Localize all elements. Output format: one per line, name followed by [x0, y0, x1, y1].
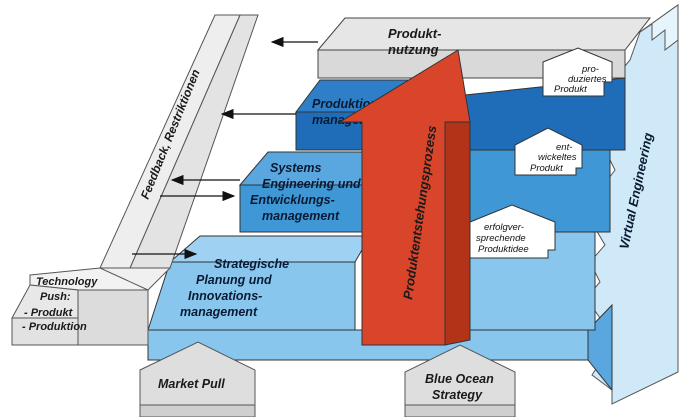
house-produziertes-produkt: pro- duziertes Produkt — [542, 47, 613, 97]
push-arrows — [132, 190, 236, 260]
svg-text:erfolgver- sprechende: erfolgver- sprechende Produktidee — [476, 222, 529, 255]
blue-ocean-box: Blue Ocean Strategy — [404, 344, 516, 417]
house-erfolgversprechende-produktidee: erfolgver- sprechende Produktidee — [469, 204, 556, 259]
market-pull-box: Market Pull — [139, 341, 256, 417]
technology-push-label: Technology Push: - Produkt - Produktion — [22, 276, 100, 333]
svg-text:pro- duziertes Pro: pro- duziertes Produkt — [554, 64, 609, 95]
strategische-planung-block: Strategische Planung und Innovations- ma… — [147, 235, 371, 331]
produktentstehungsprozess-arrow: Produktentstehungsprozess — [338, 49, 471, 346]
blue-ocean-label: Blue Ocean Strategy — [425, 372, 497, 402]
technology-push-box: Technology Push: - Produkt - Produktion — [11, 267, 149, 346]
market-pull-label: Market Pull — [158, 377, 225, 391]
produktnutzung-label: Produkt- nutzung — [388, 26, 445, 57]
strategische-planung-label: Strategische Planung und Innovations- ma… — [180, 257, 293, 319]
house-entwickeltes-produkt: ent- wickeltes Produkt — [514, 127, 583, 176]
svg-text:ent- wickeltes Pro: ent- wickeltes Produkt — [530, 142, 579, 174]
systems-engineering-label: Systems Engineering und Entwicklungs- ma… — [250, 161, 364, 223]
feedback-arrows — [170, 36, 318, 186]
virtual-engineering-wall: Virtual Engineering — [585, 4, 679, 405]
